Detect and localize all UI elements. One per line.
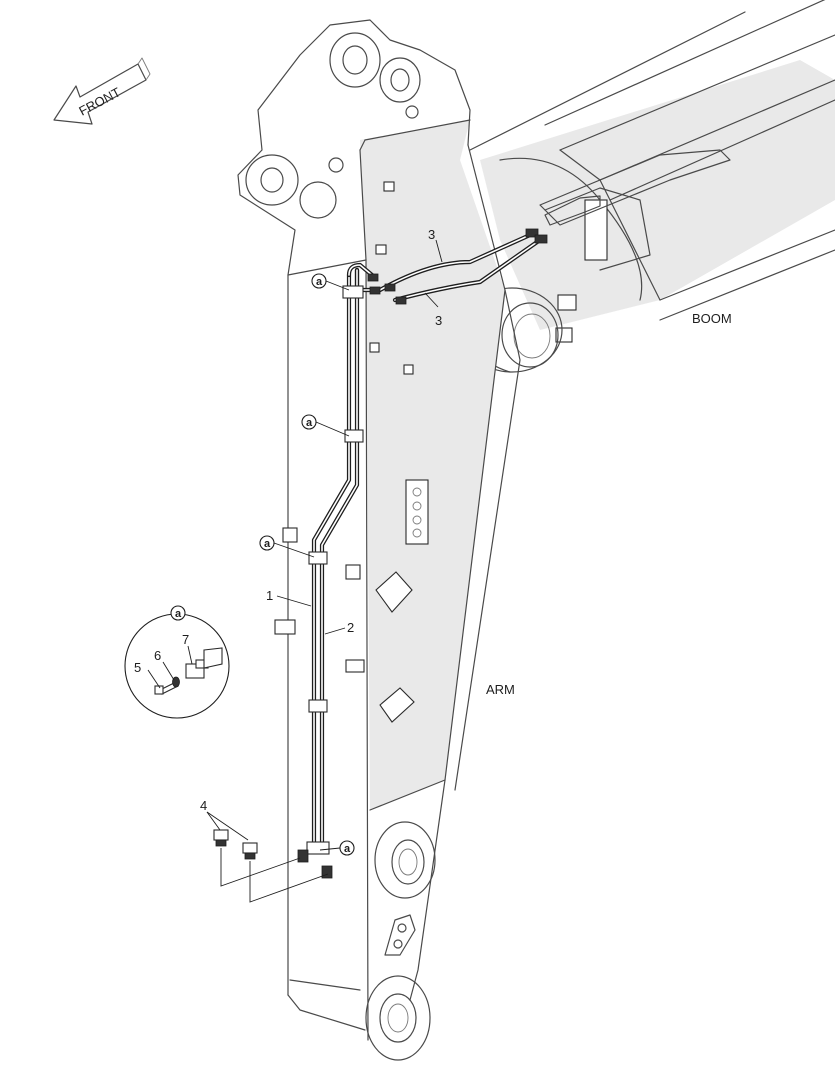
svg-text:6: 6 [154,648,161,663]
pipe-1 [311,272,352,853]
plug-parts-4 [213,829,329,903]
arm-structure [237,19,521,1061]
front-direction-arrow: FRONT [53,57,151,125]
svg-text:1: 1 [266,588,273,603]
svg-text:2: 2 [347,620,354,635]
svg-text:a: a [264,538,271,550]
callout-a-1: a [311,273,350,291]
detail-view-a: a 5 6 7 [124,605,230,719]
part-number-4: 4 [200,798,249,841]
part-number-3-lower: 3 [424,292,442,328]
svg-text:4: 4 [200,798,207,813]
svg-text:a: a [316,276,323,288]
svg-text:7: 7 [182,632,189,647]
part-number-2: 2 [324,620,354,635]
hose-fittings [367,195,601,305]
pipe-2 [319,267,360,853]
callout-a-4: a [319,840,355,856]
arm-label: ARM [486,682,515,697]
boom-structure [461,0,835,373]
svg-text:a: a [175,608,182,620]
svg-text:a: a [306,417,313,429]
part-number-3-upper: 3 [428,227,443,263]
svg-text:3: 3 [428,227,435,242]
part-number-1: 1 [266,588,312,607]
svg-text:3: 3 [435,313,442,328]
boom-label: BOOM [692,311,732,326]
svg-text:a: a [344,843,351,855]
front-label: FRONT [76,84,123,118]
pipe-clamps [297,285,364,879]
callout-a-2: a [301,414,350,437]
svg-text:5: 5 [134,660,141,675]
callout-a-3: a [259,535,315,558]
